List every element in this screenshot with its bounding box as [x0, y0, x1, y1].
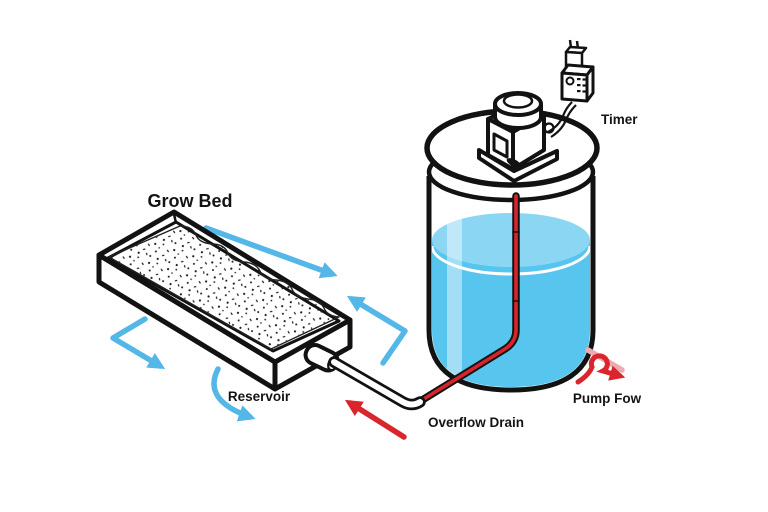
- power-cord: [543, 101, 577, 138]
- pump-cap-inner: [502, 93, 534, 109]
- drain-pipe: [328, 356, 426, 411]
- pump-tube: [415, 192, 520, 406]
- water-flow-arrows-blue: [110, 225, 408, 422]
- reservoir-label: Reservoir: [228, 389, 291, 404]
- water-surface-arc: [430, 245, 592, 276]
- overflow-drain-label: Overflow Drain: [428, 415, 524, 430]
- flow-arrow-right-icon: [346, 295, 408, 366]
- pump-base: [477, 148, 559, 183]
- red-arrows: [344, 347, 626, 440]
- reservoir-tank: [415, 39, 600, 406]
- water-body: [432, 240, 590, 387]
- flow-arrow-top-icon: [203, 225, 338, 279]
- pump-shadow: [506, 158, 522, 168]
- grow-media: [108, 225, 340, 350]
- bed-rim-seam: [172, 213, 178, 224]
- timer-front-face: [560, 71, 589, 103]
- pump: [477, 91, 559, 183]
- timer-label: Timer: [601, 112, 638, 127]
- tank-wall: [426, 176, 596, 393]
- grow-bed: [96, 209, 353, 392]
- cord-curl-icon: [543, 122, 555, 134]
- pump-flow-loop-arrow-icon: [575, 353, 626, 385]
- timer-device: [560, 39, 595, 103]
- tube-joints: [512, 231, 520, 302]
- timer-dial-icon: [565, 76, 575, 86]
- water: [430, 213, 592, 387]
- glass-highlight: [447, 202, 462, 387]
- water-surface: [432, 213, 590, 267]
- grow-bed-label: Grow Bed: [147, 191, 232, 211]
- pump-flow-label: Pump Fow: [573, 391, 642, 406]
- flow-arrow-left-icon: [110, 316, 166, 370]
- pump-panel: [492, 132, 509, 159]
- flow-arrow-bottom-icon: [211, 366, 256, 422]
- overflow-arrow-icon: [344, 399, 407, 440]
- timer-vents: [577, 78, 586, 93]
